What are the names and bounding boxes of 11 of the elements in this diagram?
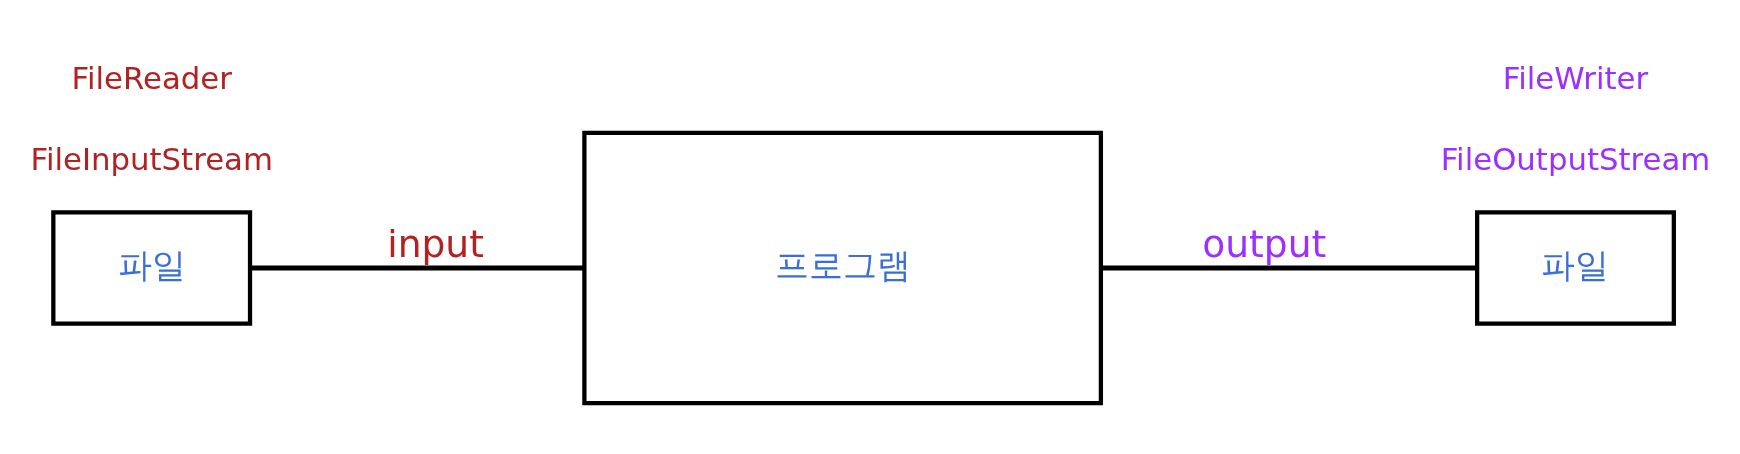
node-box: 파일 bbox=[51, 210, 253, 326]
label: FileOutputStream bbox=[1440, 140, 1711, 177]
label: FileWriter bbox=[1502, 60, 1649, 97]
edge-label: output bbox=[1202, 222, 1327, 267]
label: FileReader bbox=[71, 60, 232, 97]
edge-label: input bbox=[387, 222, 484, 267]
connector bbox=[250, 265, 585, 271]
label: FileInputStream bbox=[30, 140, 273, 177]
node-box: 프로그램 bbox=[582, 130, 1104, 406]
node-box: 파일 bbox=[1475, 210, 1676, 326]
connector bbox=[1101, 265, 1477, 271]
